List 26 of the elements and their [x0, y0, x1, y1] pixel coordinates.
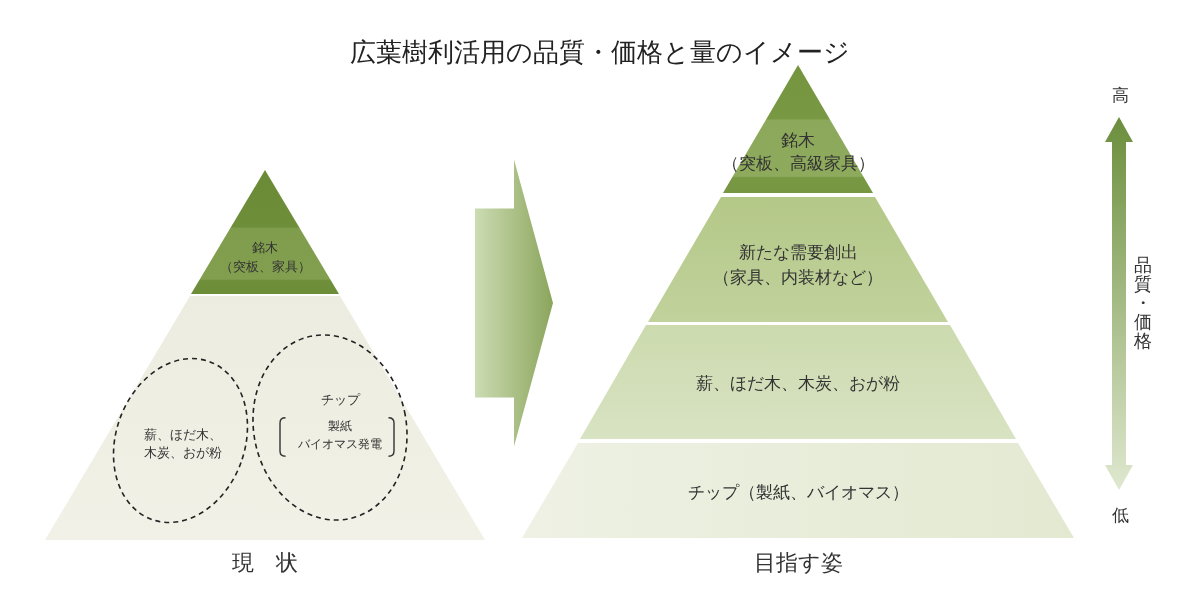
tier-label: （家具、内装材など）: [713, 265, 883, 289]
scale-end-label: 低: [1111, 503, 1129, 527]
scale-title: 品質・価格: [1134, 255, 1152, 351]
pyramid-tier: [522, 443, 1074, 538]
block-arrow: [475, 159, 553, 447]
tier-label: チップ（製紙、バイオマス）: [687, 480, 909, 504]
diagram-title: 広葉樹利活用の品質・価格と量のイメージ: [350, 36, 850, 70]
pyramid-caption: 現 状: [232, 548, 298, 577]
dashed-ellipse: [252, 334, 409, 522]
tier-label: （突板、高級家具）: [721, 151, 875, 175]
ellipse-label: チップ: [320, 391, 360, 409]
tier-label: 銘木: [781, 128, 815, 152]
tier-label: （突板、家具）: [219, 258, 311, 276]
dashed-ellipse: [112, 357, 250, 525]
pyramid-tier: [648, 197, 948, 322]
ellipse-label: バイオマス発電: [298, 437, 382, 453]
scale-end-label: 高: [1111, 83, 1129, 107]
ellipse-label: 製紙: [328, 419, 352, 435]
ellipse-label: 薪、ほだ木、木炭、おが粉: [143, 426, 223, 462]
pyramid-caption: 目指す姿: [753, 548, 843, 577]
pyramid-tier: [45, 296, 486, 540]
tier-label: 銘木: [252, 239, 278, 257]
pyramid-tier: [191, 170, 340, 294]
tier-label: 新たな需要創出: [738, 240, 858, 264]
pyramid-tier: [580, 325, 1016, 439]
tier-label: 薪、ほだ木、木炭、おが粉: [696, 371, 900, 395]
